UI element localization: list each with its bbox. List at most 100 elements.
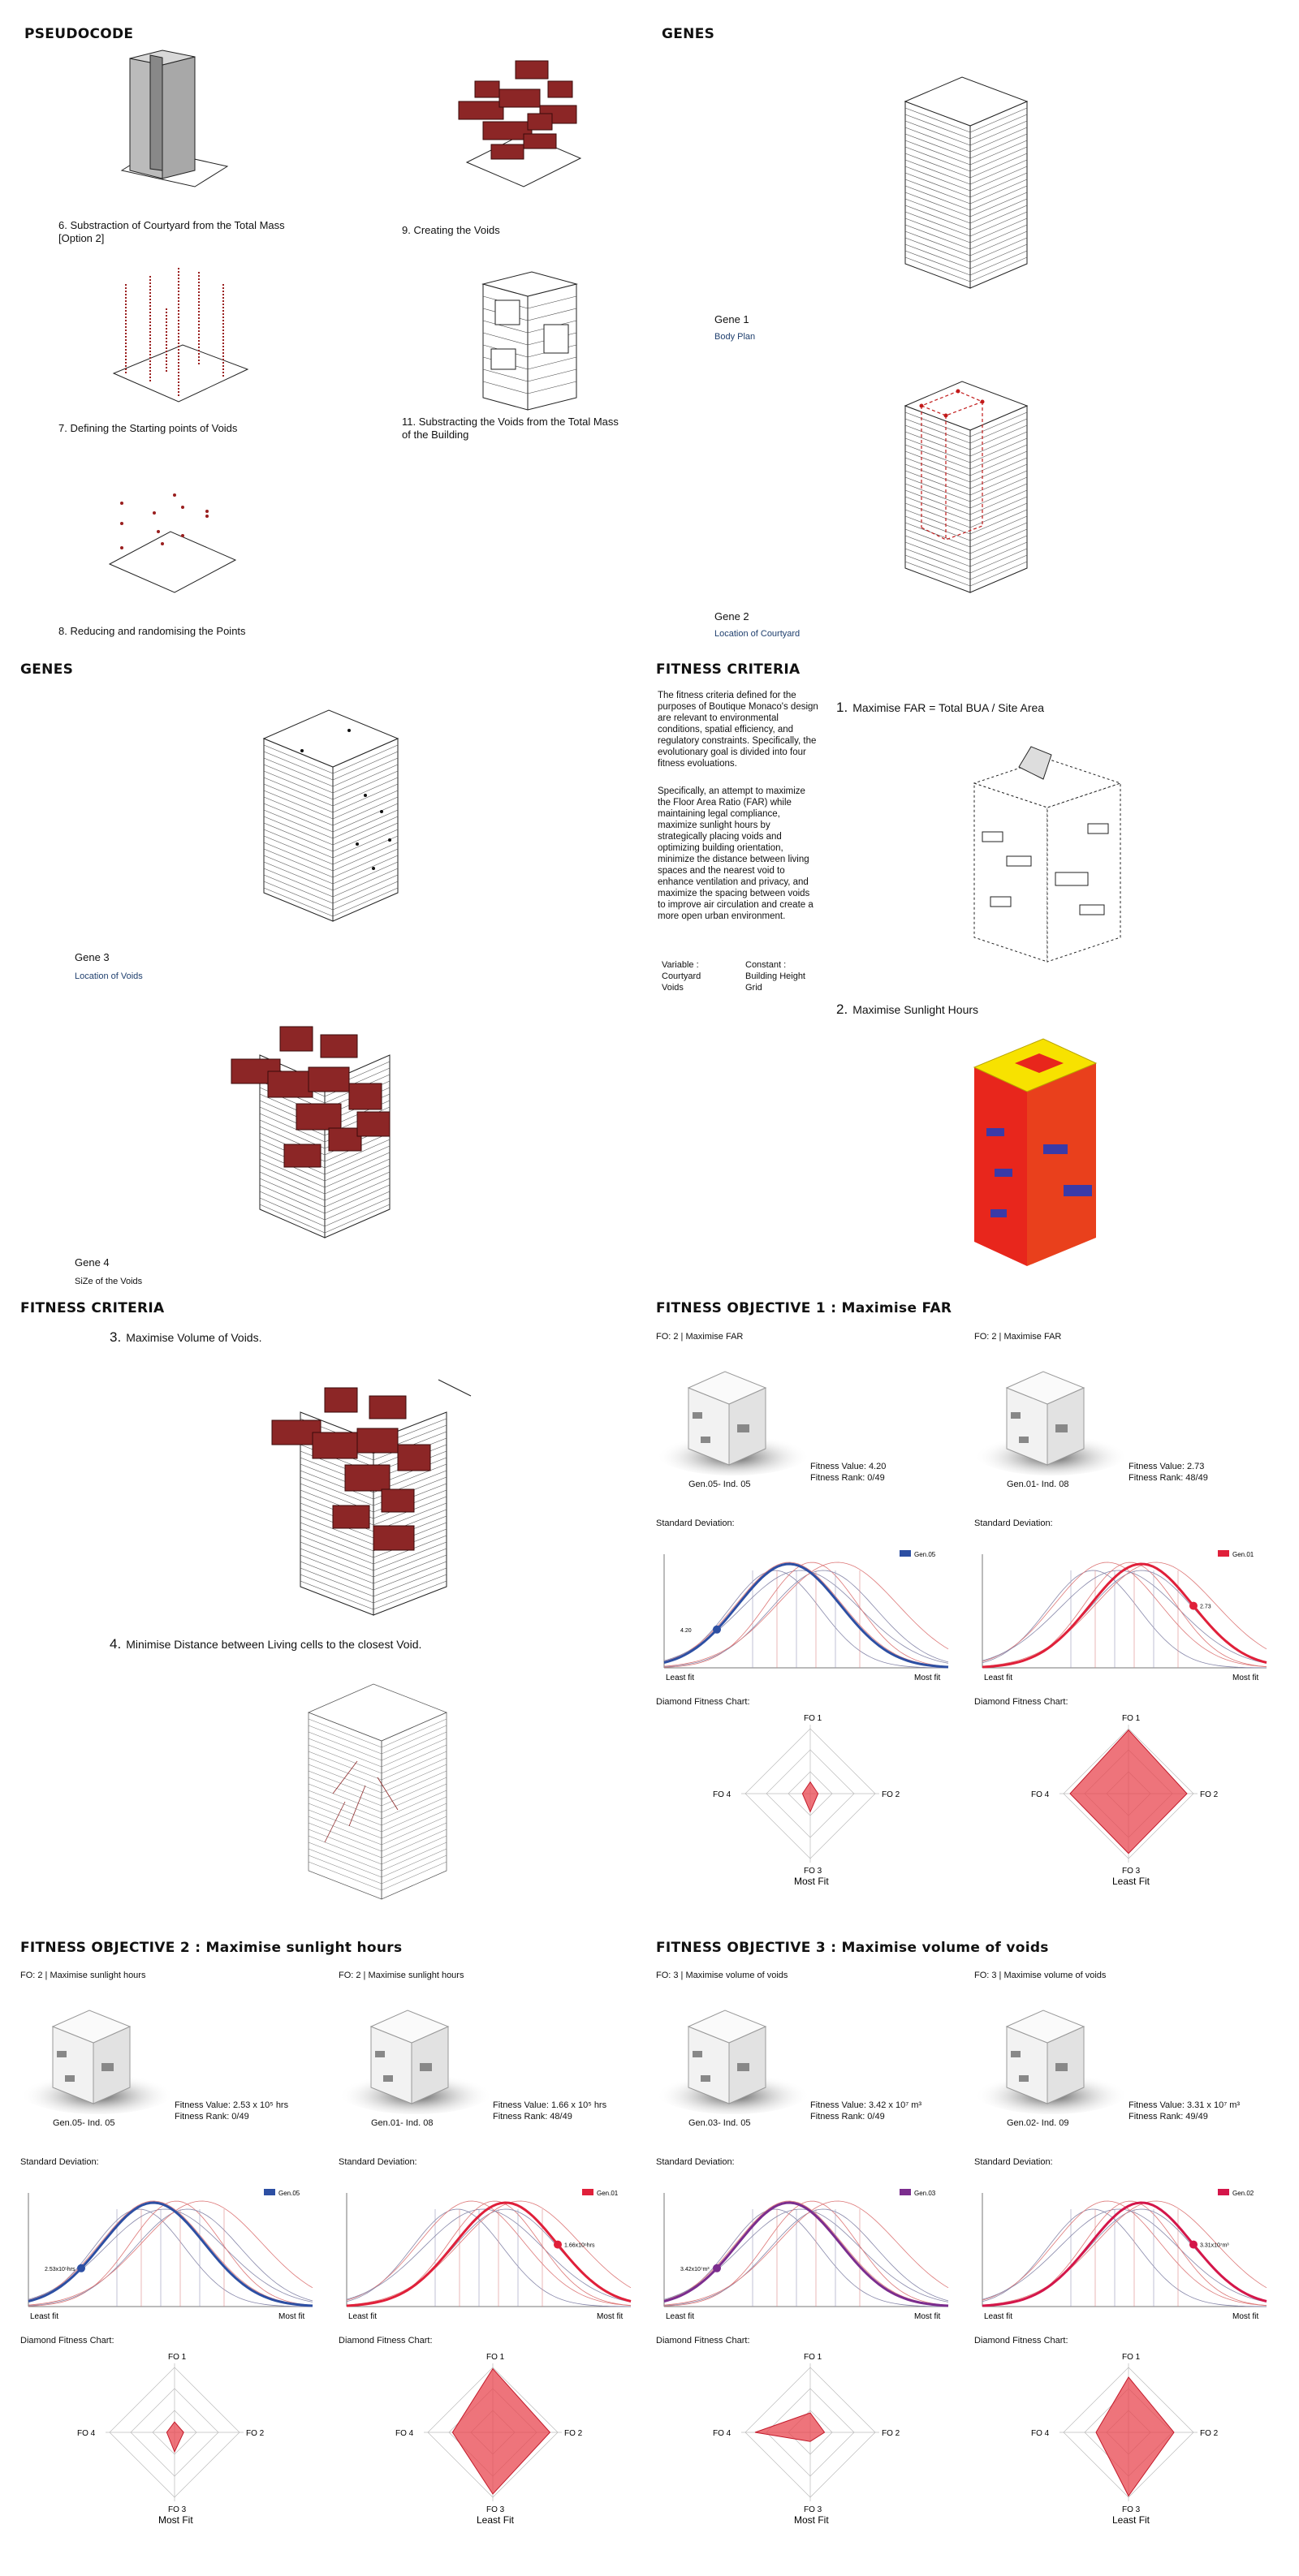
diamond-polygon: [1095, 2376, 1175, 2497]
fitness-verdict: Most Fit: [794, 1876, 829, 1887]
floor-line: [969, 198, 1028, 224]
chart-curve-family: [982, 1562, 1267, 1669]
axis-fo2: FO 2: [246, 2429, 265, 2438]
chart-curve-family: [982, 2200, 1267, 2307]
floor-line: [263, 783, 334, 813]
floor-line: [904, 185, 971, 211]
floor-line: [381, 1848, 447, 1878]
axis-fo1: FO 1: [804, 2353, 822, 2362]
floor-line: [308, 1770, 382, 1800]
axis-fo1: FO 1: [1122, 2353, 1141, 2362]
floor-line: [381, 1718, 447, 1748]
population-curve: [663, 2200, 949, 2306]
floor-line: [332, 751, 399, 781]
legend-label: Gen.05: [278, 2190, 300, 2197]
floor-line: [969, 483, 1028, 509]
least-fit-label: Least fit: [984, 1674, 1012, 1682]
floor-line: [969, 250, 1028, 276]
floor-line: [969, 528, 1028, 554]
floor-line: [259, 1171, 326, 1201]
floor-line: [332, 842, 399, 872]
courtyard-subtraction-drawing: [120, 50, 229, 187]
panel-header: FO: 3 | Maximise volume of voids: [974, 1971, 1107, 1980]
floor-line: [300, 1574, 374, 1604]
floor-line: [381, 1738, 447, 1768]
fitness-value: Fitness Value: 3.42 x 10⁷ m³: [810, 2100, 922, 2110]
floor-line: [969, 561, 1028, 587]
floor-line: [263, 790, 334, 820]
floor-line: [332, 822, 399, 852]
diamond-polygon: [166, 2421, 184, 2453]
least-fit-label: Least fit: [666, 2312, 694, 2321]
population-curve: [982, 2200, 1267, 2307]
floor-line: [904, 218, 971, 243]
population-curve: [346, 2208, 632, 2307]
floor-line: [324, 1178, 391, 1208]
floor-line: [300, 1580, 374, 1610]
floor-line: [381, 1803, 447, 1833]
floor-line: [969, 172, 1028, 198]
floor-line: [308, 1796, 382, 1826]
selected-individual-marker: [554, 2240, 562, 2249]
population-curve: [982, 2208, 1267, 2307]
floor-line: [263, 868, 334, 898]
section-title-genes-2: GENES: [20, 661, 74, 678]
diamond-fitness-chart: FO 1 FO 2 FO 3 FO 4 Least Fit: [1031, 2353, 1219, 2526]
floor-line: [332, 816, 399, 846]
std-dev-chart: Gen.03 3.42x10⁷m³ Least fit Most fit: [663, 2189, 949, 2321]
floor-line: [381, 1751, 447, 1781]
floor-line: [904, 179, 971, 205]
generation-individual: Gen.03- Ind. 05: [688, 2118, 751, 2128]
diamond-chart-label: Diamond Fitness Chart:: [656, 2336, 750, 2346]
floor-line: [263, 777, 334, 807]
floor-line: [332, 887, 399, 917]
floor-line: [904, 489, 971, 515]
floor-line: [904, 502, 971, 528]
std-dev-chart: Gen.05 4.20 Least fit Most fit: [663, 1550, 949, 1682]
floor-line: [259, 1119, 326, 1149]
highlight-curve: [663, 1562, 949, 1669]
legend-label: Gen.01: [597, 2190, 619, 2197]
criterion-4: 4.Minimise Distance between Living cells…: [110, 1636, 421, 1652]
fitness-rank: Fitness Rank: 0/49: [810, 1473, 885, 1483]
floor-line: [904, 250, 971, 276]
selected-individual-marker: [713, 2264, 721, 2272]
section-title-fo3: FITNESS OBJECTIVE 3 : Maximise volume of…: [656, 1940, 1049, 1956]
floor-line: [969, 522, 1028, 548]
gene-3-title: Gene 3: [75, 951, 110, 963]
floor-line: [969, 437, 1028, 463]
floor-line: [969, 179, 1028, 205]
floor-line: [381, 1777, 447, 1807]
floor-line: [969, 146, 1028, 172]
floor-line: [263, 822, 334, 852]
floor-line: [904, 444, 971, 470]
floor-line: [373, 1548, 447, 1578]
floor-line: [969, 496, 1028, 522]
floor-line: [263, 770, 334, 800]
std-dev-label: Standard Deviation:: [20, 2157, 99, 2167]
population-curve: [982, 1562, 1267, 1667]
floor-line: [332, 803, 399, 833]
floor-line: [263, 751, 334, 781]
population-curve: [982, 1570, 1267, 1668]
generation-individual: Gen.05- Ind. 05: [53, 2118, 115, 2128]
floor-line: [308, 1816, 382, 1846]
population-curve: [28, 2200, 313, 2307]
axis-fo1: FO 1: [168, 2353, 187, 2362]
floor-line: [332, 770, 399, 800]
selected-individual-marker: [77, 2264, 85, 2272]
floor-line: [969, 444, 1028, 470]
floor-line: [969, 535, 1028, 561]
fitness-rank: Fitness Rank: 0/49: [810, 2112, 885, 2122]
floor-line: [381, 1842, 447, 1872]
floor-line: [969, 509, 1028, 535]
fitness-verdict: Most Fit: [794, 2514, 829, 2526]
floor-line: [969, 502, 1028, 528]
floor-line: [324, 1184, 391, 1214]
floor-line: [904, 554, 971, 580]
std-dev-label: Standard Deviation:: [656, 1518, 735, 1528]
floor-line: [308, 1783, 382, 1813]
fitness-value: Fitness Value: 4.20: [810, 1462, 887, 1471]
voids-volume-tower-drawing: [271, 1379, 472, 1616]
least-fit-label: Least fit: [348, 2312, 377, 2321]
